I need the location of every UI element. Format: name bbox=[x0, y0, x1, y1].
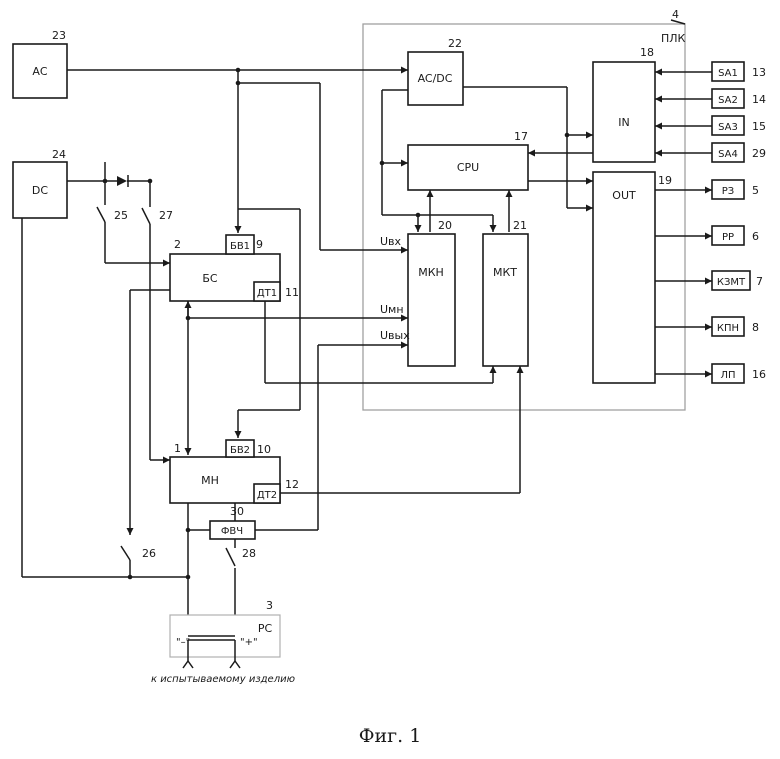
svg-text:1: 1 bbox=[174, 442, 181, 455]
svg-text:27: 27 bbox=[159, 209, 173, 222]
bv2-block: БВ2 bbox=[226, 440, 254, 457]
svg-text:ФВЧ: ФВЧ bbox=[221, 526, 243, 537]
kpn-block: КПН bbox=[712, 317, 744, 336]
lp-block: ЛП bbox=[712, 364, 744, 383]
svg-text:OUT: OUT bbox=[612, 189, 636, 202]
switch-26-icon bbox=[121, 546, 130, 560]
svg-text:АС: АС bbox=[32, 65, 48, 78]
svg-text:21: 21 bbox=[513, 219, 527, 232]
mkn-block: МКН bbox=[408, 234, 455, 366]
svg-text:ДТ1: ДТ1 bbox=[257, 288, 277, 299]
mkt-block: МКТ bbox=[483, 234, 528, 366]
target-label: к испытываемому изделию bbox=[151, 674, 295, 685]
svg-text:SA3: SA3 bbox=[718, 122, 738, 133]
sa2-block: SA2 bbox=[712, 89, 744, 108]
bv1-block: БВ1 bbox=[226, 235, 254, 254]
svg-text:23: 23 bbox=[52, 29, 66, 42]
svg-text:17: 17 bbox=[514, 130, 528, 143]
svg-text:8: 8 bbox=[752, 321, 759, 334]
svg-text:6: 6 bbox=[752, 230, 759, 243]
svg-text:10: 10 bbox=[257, 443, 271, 456]
svg-text:CPU: CPU bbox=[457, 161, 479, 174]
svg-text:SA1: SA1 bbox=[718, 68, 738, 79]
svg-text:18: 18 bbox=[640, 46, 654, 59]
in-block: IN bbox=[593, 62, 655, 162]
diode-icon bbox=[117, 175, 128, 187]
dt1-block: ДТ1 bbox=[254, 282, 280, 301]
signal-uvyx: Uвых bbox=[380, 329, 410, 342]
rr-block: РР bbox=[712, 226, 744, 245]
svg-text:БС: БС bbox=[202, 272, 218, 285]
svg-text:16: 16 bbox=[752, 368, 766, 381]
svg-text:4: 4 bbox=[672, 8, 679, 21]
svg-text:IN: IN bbox=[618, 116, 629, 129]
svg-text:22: 22 bbox=[448, 37, 462, 50]
switch-25-icon bbox=[97, 207, 105, 222]
svg-text:14: 14 bbox=[752, 93, 766, 106]
svg-text:РР: РР bbox=[722, 232, 734, 243]
plc-label: ПЛК bbox=[661, 32, 686, 45]
svg-text:25: 25 bbox=[114, 209, 128, 222]
svg-text:БВ1: БВ1 bbox=[230, 241, 250, 252]
svg-text:11: 11 bbox=[285, 286, 299, 299]
dt2-block: ДТ2 bbox=[254, 484, 280, 503]
svg-text:ДТ2: ДТ2 bbox=[257, 490, 277, 501]
rz-block: РЗ bbox=[712, 180, 744, 199]
svg-text:13: 13 bbox=[752, 66, 766, 79]
svg-text:МКН: МКН bbox=[418, 266, 444, 279]
svg-text:КПН: КПН bbox=[717, 323, 739, 334]
svg-text:МКТ: МКТ bbox=[493, 266, 517, 279]
figure-caption: Фиг. 1 bbox=[359, 725, 422, 747]
svg-text:SA4: SA4 bbox=[718, 149, 738, 160]
terminal-plus: "+" bbox=[240, 637, 258, 648]
svg-text:РС: РС bbox=[258, 622, 273, 635]
svg-text:24: 24 bbox=[52, 148, 66, 161]
svg-text:ЛП: ЛП bbox=[720, 370, 735, 381]
svg-text:3: 3 bbox=[266, 599, 273, 612]
svg-text:7: 7 bbox=[756, 275, 763, 288]
svg-text:29: 29 bbox=[752, 147, 766, 160]
switch-27-icon bbox=[142, 208, 150, 224]
svg-text:SA2: SA2 bbox=[718, 95, 738, 106]
kzmt-block: КЗМТ bbox=[712, 271, 750, 290]
cpu-block: CPU bbox=[408, 145, 528, 190]
svg-text:2: 2 bbox=[174, 238, 181, 251]
svg-text:9: 9 bbox=[256, 238, 263, 251]
svg-text:РЗ: РЗ bbox=[722, 186, 734, 197]
ac-block: АС bbox=[13, 44, 67, 98]
svg-text:19: 19 bbox=[658, 174, 672, 187]
rs-block: РС "–" "+" bbox=[170, 615, 280, 657]
svg-text:26: 26 bbox=[142, 547, 156, 560]
signal-uvx: Uвх bbox=[380, 235, 402, 248]
svg-text:28: 28 bbox=[242, 547, 256, 560]
switch-28-icon bbox=[226, 548, 235, 566]
dc-block: DC bbox=[13, 162, 67, 218]
svg-text:30: 30 bbox=[230, 505, 244, 518]
svg-text:МН: МН bbox=[201, 474, 219, 487]
signal-umn: Uмн bbox=[380, 303, 404, 316]
acdc-block: AC/DC bbox=[408, 52, 463, 105]
sa3-block: SA3 bbox=[712, 116, 744, 135]
out-block: OUT bbox=[593, 172, 655, 383]
sa4-block: SA4 bbox=[712, 143, 744, 162]
svg-text:12: 12 bbox=[285, 478, 299, 491]
svg-text:DC: DC bbox=[32, 184, 48, 197]
svg-text:AC/DC: AC/DC bbox=[418, 72, 453, 85]
svg-text:20: 20 bbox=[438, 219, 452, 232]
svg-text:БВ2: БВ2 bbox=[230, 445, 250, 456]
svg-text:5: 5 bbox=[752, 184, 759, 197]
fvch-block: ФВЧ bbox=[210, 521, 255, 539]
svg-text:КЗМТ: КЗМТ bbox=[717, 277, 746, 288]
svg-text:15: 15 bbox=[752, 120, 766, 133]
sa1-block: SA1 bbox=[712, 62, 744, 81]
